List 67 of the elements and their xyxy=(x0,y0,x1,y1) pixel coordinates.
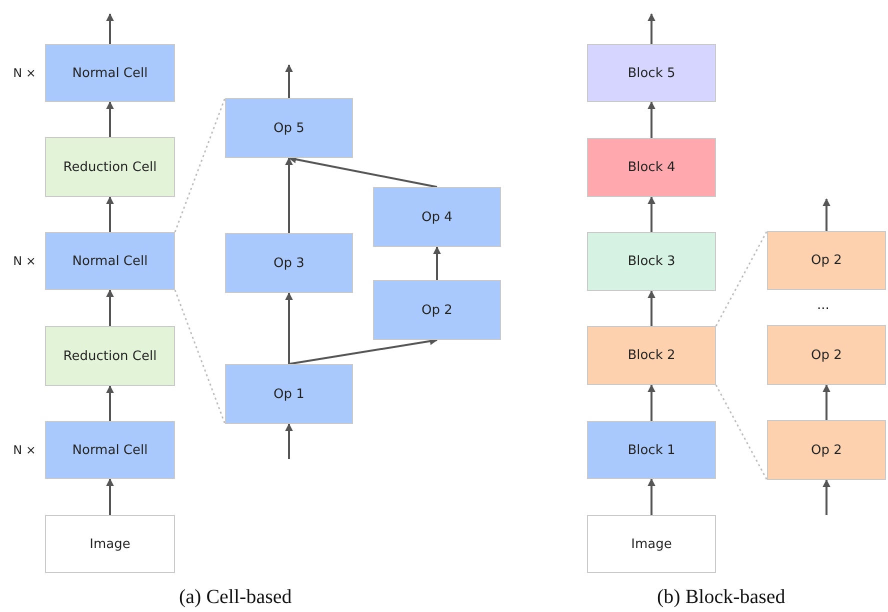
dotted-zoom-line xyxy=(715,230,768,326)
op-box xyxy=(225,233,353,293)
op-box xyxy=(373,280,501,340)
node-label: Block 3 xyxy=(628,254,676,269)
arrow xyxy=(285,423,293,459)
caption: (a) Cell-based xyxy=(179,586,292,609)
node-label: Op 1 xyxy=(274,386,304,402)
node-label: Op 5 xyxy=(274,120,304,136)
node-label: Reduction Cell xyxy=(63,348,157,364)
arrow xyxy=(106,101,114,137)
arrow xyxy=(822,198,830,231)
arrow xyxy=(106,196,114,232)
node-label: Normal Cell xyxy=(72,442,148,458)
op-box xyxy=(587,138,716,197)
op-box xyxy=(587,232,716,291)
op-box xyxy=(767,325,886,385)
arrow xyxy=(648,478,656,515)
node-label: Block 2 xyxy=(628,348,676,363)
node-label: Op 2 xyxy=(422,302,452,318)
arrow xyxy=(648,101,656,138)
arrow xyxy=(285,292,293,364)
node-label: Op 3 xyxy=(274,256,304,270)
op-box xyxy=(587,44,716,102)
arrow xyxy=(106,13,114,44)
op-box xyxy=(45,515,175,573)
node-label: Op 2 xyxy=(811,348,842,362)
arrow xyxy=(106,289,114,326)
node-label: Op 2 xyxy=(811,253,842,268)
dotted-zoom-line xyxy=(715,384,768,480)
arrow xyxy=(822,479,830,515)
arrow xyxy=(648,196,656,232)
arrow xyxy=(822,384,830,420)
repeat-label: N × xyxy=(13,443,36,457)
node-label: Block 5 xyxy=(628,66,676,80)
repeat-label: N × xyxy=(13,66,36,80)
op-box xyxy=(45,137,175,197)
node-label: Block 4 xyxy=(628,160,676,175)
node-label: Normal Cell xyxy=(72,66,148,80)
dotted-zoom-line xyxy=(174,290,226,424)
node-label: Normal Cell xyxy=(72,254,148,268)
node-label: Op 4 xyxy=(422,210,452,224)
ellipsis-label: ... xyxy=(817,298,830,313)
arrow xyxy=(106,478,114,515)
op-box xyxy=(225,364,353,424)
op-box xyxy=(587,515,716,573)
arrow xyxy=(648,290,656,326)
arrow xyxy=(433,246,441,280)
arrow xyxy=(285,157,293,233)
op-box xyxy=(225,98,353,158)
arrow xyxy=(648,13,656,44)
node-label: Block 1 xyxy=(628,442,676,458)
repeat-label: N × xyxy=(13,254,36,268)
op-box xyxy=(587,326,716,385)
op-box xyxy=(587,421,716,479)
node-label: Reduction Cell xyxy=(63,160,157,174)
op-box xyxy=(45,326,175,386)
caption: (b) Block-based xyxy=(657,586,786,609)
dotted-zoom-line xyxy=(174,98,226,232)
node-label: Image xyxy=(631,536,672,552)
arrow xyxy=(106,385,114,421)
arrow xyxy=(648,384,656,421)
op-box xyxy=(373,187,501,247)
node-label: Image xyxy=(90,536,130,552)
op-box xyxy=(767,231,886,290)
node-label: Op 2 xyxy=(811,442,842,458)
arrow xyxy=(285,64,293,98)
op-box xyxy=(767,420,886,480)
